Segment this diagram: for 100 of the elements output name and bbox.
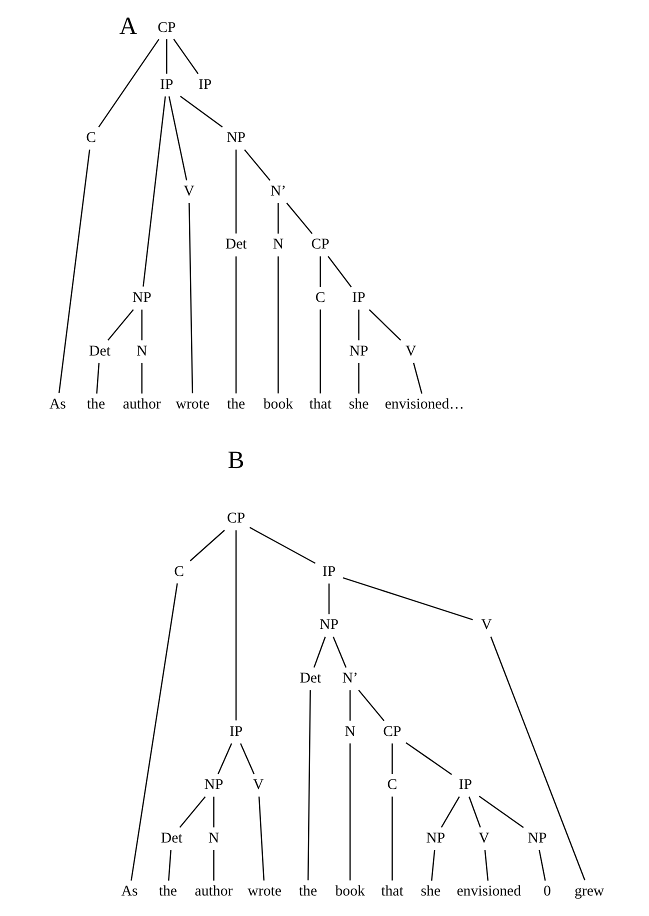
- connector: [58, 150, 90, 394]
- connector: [168, 850, 171, 881]
- connector: [348, 690, 350, 721]
- label: A: [118, 13, 137, 40]
- connector: [358, 310, 359, 340]
- connector: [277, 256, 278, 394]
- node-text: wrote: [247, 884, 281, 900]
- connector: [319, 256, 320, 287]
- connector: [342, 577, 472, 620]
- node-text: wrote: [175, 396, 210, 413]
- connector: [96, 362, 100, 394]
- connector: [368, 309, 401, 341]
- node-text: Det: [224, 236, 246, 253]
- connector: [391, 743, 392, 774]
- connector: [212, 796, 214, 828]
- node-text: 0: [542, 884, 550, 900]
- connector: [358, 690, 384, 722]
- node-text: N’: [342, 670, 358, 686]
- connector: [212, 850, 214, 881]
- node-text: she: [348, 396, 368, 413]
- connector: [240, 743, 254, 774]
- node-text: NP: [226, 130, 246, 146]
- node-text: envisioned: [456, 884, 521, 900]
- node-text: Det: [160, 830, 182, 846]
- node-text: NP: [348, 343, 368, 360]
- connector: [478, 796, 524, 828]
- node-text: IP: [160, 76, 173, 93]
- connector: [244, 149, 270, 181]
- connector: [391, 796, 392, 880]
- connector: [140, 362, 142, 394]
- connector: [468, 796, 480, 828]
- connector: [234, 530, 236, 720]
- node-text: V: [183, 183, 194, 200]
- node-text: C: [174, 564, 184, 580]
- node-text: N’: [270, 183, 286, 200]
- connector: [405, 742, 452, 775]
- node-text: CP: [226, 510, 245, 527]
- node-text: CP: [310, 236, 329, 253]
- label: B: [227, 446, 244, 474]
- connector: [319, 310, 320, 394]
- node-text: that: [308, 396, 331, 413]
- node-text: NP: [319, 617, 338, 634]
- connector: [490, 636, 585, 880]
- node-text: book: [262, 396, 293, 413]
- connector: [440, 796, 460, 828]
- node-text: envisioned…: [384, 396, 464, 413]
- node-text: the: [298, 884, 317, 900]
- node-text: C: [314, 290, 325, 306]
- connector: [106, 309, 134, 341]
- node-text: the: [226, 396, 245, 413]
- connector: [286, 202, 312, 234]
- connector: [332, 636, 346, 668]
- connector: [277, 203, 278, 234]
- node-text: that: [380, 884, 403, 900]
- node-text: N: [136, 343, 147, 360]
- node-text: C: [386, 777, 397, 794]
- connector: [188, 202, 193, 394]
- node-text: CP: [382, 724, 401, 740]
- connector: [358, 362, 359, 394]
- connector: [98, 38, 159, 128]
- node-text: she: [420, 884, 440, 900]
- connector: [142, 96, 166, 287]
- node-text: N: [208, 830, 219, 846]
- connector: [234, 256, 236, 394]
- node-text: NP: [132, 290, 151, 306]
- node-text: N: [272, 236, 284, 253]
- connector: [178, 796, 206, 828]
- node-text: IP: [352, 290, 365, 306]
- connector: [412, 362, 422, 394]
- connector: [258, 796, 264, 881]
- node-text: N: [344, 724, 355, 740]
- node-text: IP: [198, 76, 212, 93]
- connector: [140, 310, 142, 340]
- connector: [172, 38, 198, 74]
- node-text: CP: [157, 20, 176, 36]
- node-text: the: [86, 396, 105, 413]
- connector: [327, 256, 352, 288]
- node-text: V: [480, 617, 492, 634]
- node-text: As: [120, 884, 138, 900]
- node-text: V: [252, 777, 264, 794]
- node-text: book: [334, 884, 364, 900]
- node-text: NP: [204, 777, 223, 794]
- node-text: NP: [426, 830, 445, 846]
- connector: [538, 850, 546, 881]
- connector: [217, 743, 232, 774]
- node-text: author: [122, 396, 160, 413]
- node-text: C: [86, 130, 96, 146]
- node-text: NP: [527, 830, 546, 846]
- node-text: author: [194, 884, 232, 900]
- node-text: Det: [299, 670, 321, 686]
- connector: [180, 96, 222, 128]
- connector: [234, 150, 236, 234]
- node-text: As: [48, 396, 66, 413]
- node-text: IP: [322, 564, 336, 580]
- node-text: grew: [574, 884, 604, 900]
- connector: [484, 850, 488, 881]
- connector: [249, 526, 316, 564]
- node-text: IP: [458, 777, 472, 794]
- connector: [168, 96, 187, 180]
- node-text: V: [404, 343, 416, 360]
